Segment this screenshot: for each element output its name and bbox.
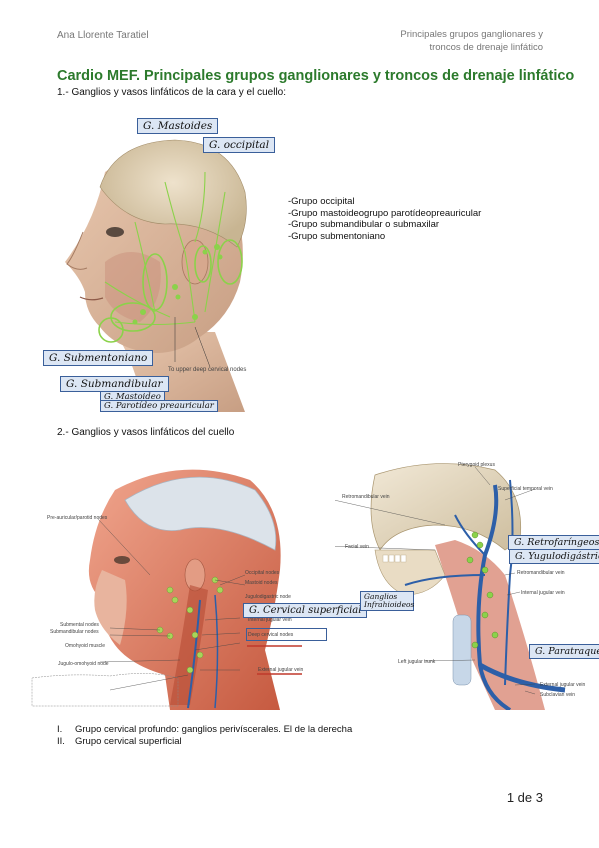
header-topic-line1: Principales grupos ganglionares y xyxy=(400,29,543,40)
header-topic-line2: troncos de drenaje linfático xyxy=(429,42,543,53)
neck-deep-veins-figure xyxy=(335,463,566,710)
conclusions-list: I.Grupo cervical profundo: ganglios peri… xyxy=(57,724,352,748)
section2-heading: 2.- Ganglios y vasos linfáticos del cuel… xyxy=(57,427,235,438)
label-omohyoid-muscle: Omohyoid muscle xyxy=(65,643,106,649)
label-mastoid-nodes: Mastoid nodes xyxy=(245,580,278,586)
label-g-cervical-superficial: G. Cervical superficial xyxy=(243,603,368,618)
label-submental-nodes: Submental nodes xyxy=(60,622,99,628)
label-g-submandibular: G. Submandibular xyxy=(60,376,169,392)
page-title: Cardio MEF. Principales grupos gangliona… xyxy=(57,68,575,84)
label-superficial-temporal-vein: Superficial temporal vein xyxy=(498,486,553,492)
label-deep-cervical-nodes: Deep cervical nodes xyxy=(248,632,294,638)
label-preauricular-nodes: Pre-auricular/parotid nodes xyxy=(47,515,108,521)
label-jugulodigastric-node: Jugulodigastric node xyxy=(245,594,291,600)
label-g-retrofaringeos: G. Retrofaríngeos xyxy=(508,535,599,550)
label-g-paratraqueales: G. Paratraqueales xyxy=(529,644,599,659)
list-item: II.Grupo cervical superficial xyxy=(57,736,182,747)
label-retromandibular-vein: Retromandibular vein xyxy=(342,494,390,500)
label-left-jugular-trunk: Left jugular trunk xyxy=(398,659,436,665)
label-g-submentoniano: G. Submentoniano xyxy=(43,350,154,366)
list-item: -Grupo mastoideo​​grupo parotídeo​preaur… xyxy=(288,207,482,219)
label-g-occipital: G. occipital xyxy=(203,137,276,153)
label-g-mastoides: G. Mastoides xyxy=(137,118,219,134)
header-author: Ana Llorente Taratiel xyxy=(57,30,149,41)
label-pterygoid-plexus: Pterygoid plexus xyxy=(458,462,495,468)
label-g-yugulodigastricos: G. Yugulodigástricos xyxy=(509,549,599,564)
label-subclavian-vein: Subclavian vein xyxy=(540,692,576,698)
label-retromandibular-vein-2: Retromandibular vein xyxy=(517,570,565,576)
deep-cervical-box xyxy=(246,628,327,641)
figure1-caption: To upper deep cervical nodes xyxy=(168,367,247,373)
label-ganglios-infrahioideos: Ganglios Infrahioideos xyxy=(360,591,414,611)
label-internal-jugular-vein: Internal jugular vein xyxy=(248,617,292,623)
label-external-jugular-vein: External jugular vein xyxy=(258,667,304,673)
list-item: -Grupo occipital xyxy=(288,196,355,207)
label-occipital-nodes: Occipital nodes xyxy=(245,570,280,576)
page-number: 1 de 3 xyxy=(506,790,543,805)
lymph-groups-list: -Grupo occipital -Grupo mastoideo​​grupo… xyxy=(288,196,481,242)
head-lymphatics-figure xyxy=(65,139,247,412)
list-item: I.Grupo cervical profundo: ganglios peri… xyxy=(57,724,353,735)
list-item: -Grupo submandibular o submaxilar xyxy=(288,219,440,230)
list-item: -Grupo submentoniano xyxy=(288,230,386,242)
section1-heading: 1.- Ganglios y vasos linfáticos de la ca… xyxy=(57,87,286,98)
label-external-jugular-vein-right: External jugular vein xyxy=(540,682,586,688)
label-jugulo-omohyoid-node: Jugulo-omohyoid node xyxy=(58,661,109,667)
label-internal-jugular-vein-right: Internal jugular vein xyxy=(521,590,565,596)
label-g-parotideo: G. Parotídeo preauricular xyxy=(100,400,218,412)
label-facial-vein: Facial vein xyxy=(345,544,369,550)
header-topic: Principales grupos ganglionares y tronco… xyxy=(400,28,543,54)
sketch-outline xyxy=(31,673,179,707)
neck-superficial-figure xyxy=(88,469,302,710)
label-submandibular-nodes: Submandibular nodes xyxy=(50,629,99,635)
